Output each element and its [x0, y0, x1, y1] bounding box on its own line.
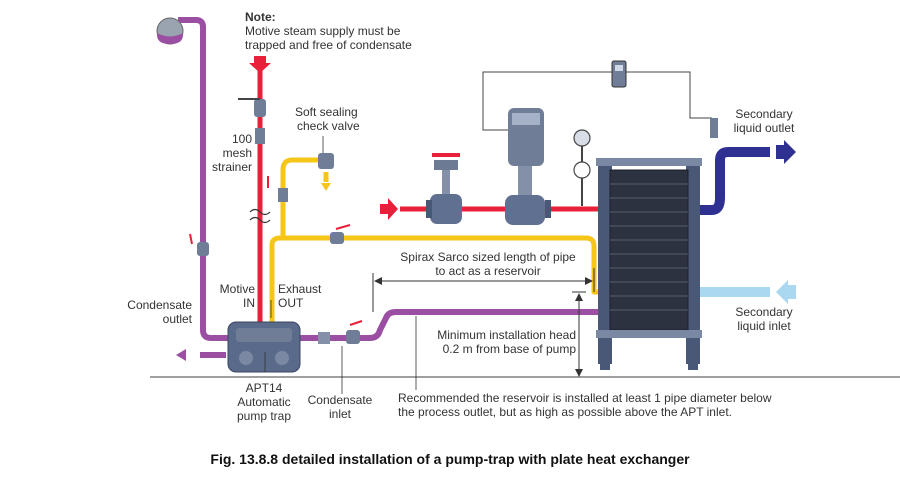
note-line-1: Motive steam supply must be — [245, 24, 401, 38]
condensate-inlet-label-1: Condensate — [307, 393, 373, 407]
head-arrow-top — [575, 293, 583, 301]
note-heading: Note: — [245, 10, 276, 24]
exhaust-vent-arrow — [321, 183, 331, 191]
mesh-strainer — [255, 128, 265, 144]
secondary-outlet-sensor — [710, 118, 718, 138]
condensate-inlet-valve — [346, 330, 360, 344]
condensate-outlet-valve — [197, 242, 209, 256]
apt14-label-3: pump trap — [236, 409, 292, 423]
reservoir-label-1: Spirax Sarco sized length of pipe — [400, 250, 576, 264]
receiver-vessel-fill — [157, 33, 183, 44]
apt14-label-2: Automatic — [237, 395, 291, 409]
controller-screen — [615, 65, 623, 71]
exhaust-out-label-2: OUT — [278, 296, 304, 310]
flange-outlet — [545, 200, 551, 218]
pipe-break — [249, 208, 271, 224]
secondary-outlet-label-1: Secondary — [735, 107, 793, 121]
controller — [611, 60, 627, 88]
motive-in-label-1: Motive — [219, 282, 255, 296]
recommend-label-2: the process outlet, but as high as possi… — [398, 405, 732, 419]
condensate-outlet-label-1: Condensate — [127, 298, 192, 312]
head-dimension — [572, 291, 586, 372]
strainer-label-2: mesh — [222, 146, 252, 160]
check-valve — [318, 153, 334, 169]
motive-in-label-2: IN — [243, 296, 255, 310]
pressure-gauge — [573, 129, 591, 206]
reservoir-label-2: to act as a reservoir — [435, 264, 541, 278]
condensate-inlet-label-2: inlet — [328, 407, 351, 421]
head-arrow-bottom — [575, 369, 583, 377]
secondary-inlet-arrow — [776, 280, 796, 304]
secondary-outlet-pipe — [698, 147, 770, 215]
apt14-pump-trap — [227, 321, 301, 373]
control-signal-lines — [482, 71, 712, 131]
handle-markers — [189, 176, 363, 326]
recommend-label-1: Recommended the reservoir is installed a… — [398, 391, 772, 405]
steam-inlet-arrow — [380, 198, 398, 220]
control-valve — [505, 108, 545, 225]
exhaust-pipework — [269, 157, 606, 330]
leader-lines — [264, 136, 417, 394]
plate-heat-exchanger — [596, 158, 702, 370]
steam-supply-arrow — [249, 56, 271, 73]
min-head-label-1: Minimum installation head — [437, 328, 576, 342]
flange-inlet — [426, 200, 432, 218]
min-head-label-2: 0.2 m from base of pump — [442, 342, 576, 356]
steam-trap-valve — [278, 188, 288, 202]
strainer-label-3: strainer — [211, 160, 252, 174]
exhaust-valve — [330, 232, 344, 244]
strainer-label-1: 100 — [231, 132, 252, 146]
reservoir-arrow-left — [374, 277, 382, 285]
figure-caption: Fig. 13.8.8 detailed installation of a p… — [210, 451, 690, 467]
reservoir-arrow-right — [585, 277, 593, 285]
check-valve-label-1: Soft sealing — [295, 105, 358, 119]
reservoir-dimension — [372, 268, 595, 312]
apt14-label-1: APT14 — [245, 381, 283, 395]
check-valve-label-2: check valve — [297, 119, 360, 133]
secondary-outlet-arrow — [776, 140, 796, 164]
condensate-outlet-label-2: outlet — [162, 312, 192, 326]
secondary-inlet-label-2: liquid inlet — [737, 319, 791, 333]
condensate-inlet-strainer — [318, 332, 330, 344]
condensate-outlet-arrow — [176, 349, 186, 361]
steam-isolation-valve — [238, 98, 266, 117]
secondary-outlet-label-2: liquid outlet — [733, 121, 795, 135]
exhaust-out-label-1: Exhaust — [278, 282, 322, 296]
note-line-2: trapped and free of condensate — [245, 38, 412, 52]
secondary-inlet-label-1: Secondary — [735, 305, 793, 319]
stop-valve — [430, 153, 462, 224]
